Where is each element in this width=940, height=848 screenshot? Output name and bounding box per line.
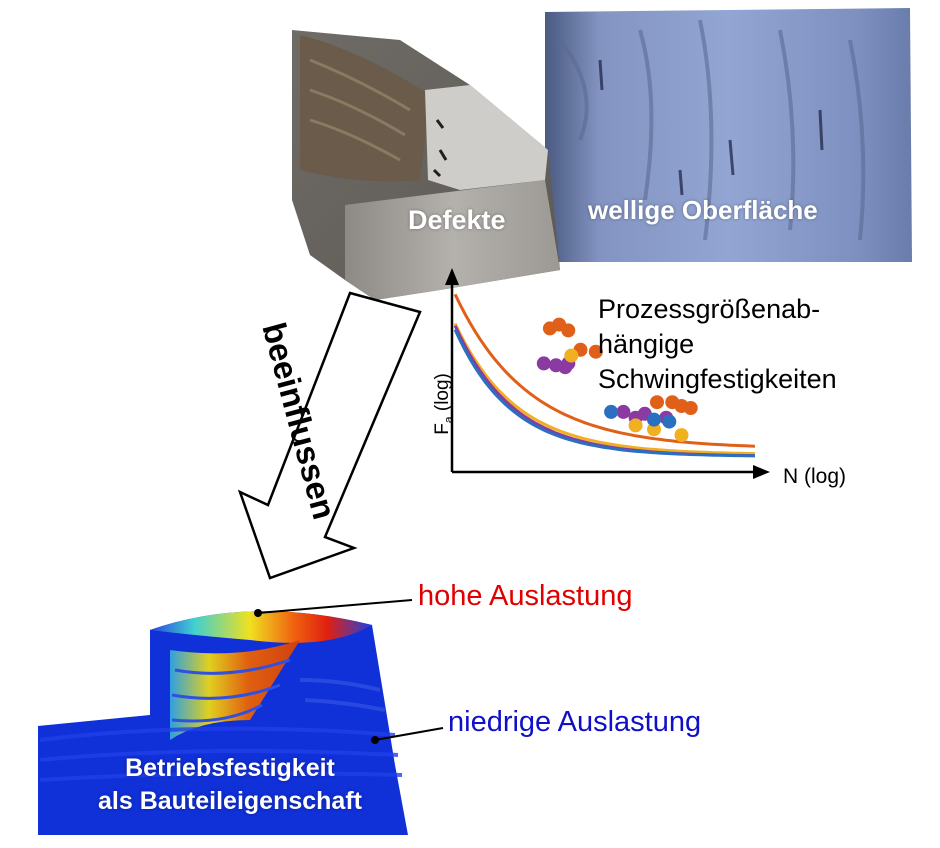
x-axis-label: N (log) — [783, 465, 847, 488]
fatigue-label-line1: Prozessgrößenab- — [598, 294, 821, 324]
wavy-surface-image — [545, 8, 912, 262]
influence-arrow — [237, 291, 422, 580]
sn-chart — [445, 268, 770, 479]
high-utilization-leader — [257, 599, 413, 614]
sn-point-blue-0 — [604, 404, 619, 419]
sn-curve-orange — [453, 293, 755, 448]
y-axis-label-sub: a — [441, 416, 456, 424]
sn-points — [536, 317, 698, 443]
sn-curves — [453, 293, 755, 458]
x-axis-arrowhead — [753, 465, 770, 479]
wavy-surface-label: wellige Oberfläche — [588, 195, 818, 225]
metal-specimen-image — [292, 30, 560, 300]
fatigue-strength-label: Prozessgrößenab- hängige Schwingfestigke… — [598, 292, 898, 397]
y-axis-label: Fa (log) — [432, 373, 456, 435]
component-fem-image — [38, 611, 408, 835]
sn-point-orange-2 — [561, 323, 576, 338]
high-utilization-label: hohe Auslastung — [418, 580, 633, 612]
sn-point-orange-4 — [588, 344, 603, 359]
sn-curve-blue — [453, 329, 755, 458]
sn-curve-yellow — [453, 322, 755, 456]
property-label-line1: Betriebsfestigkeit — [125, 754, 335, 782]
low-utilization-leader — [374, 727, 444, 741]
sn-point-orange-5 — [650, 395, 664, 410]
property-label-line2: als Bauteileigenschaft — [98, 787, 362, 815]
defects-label: Defekte — [408, 205, 506, 235]
fatigue-label-line2: hängige — [598, 329, 695, 359]
component-property-label: Betriebsfestigkeit als Bauteileigenschaf… — [40, 752, 420, 818]
sn-point-blue-2 — [662, 414, 677, 429]
y-axis-arrowhead — [445, 268, 459, 285]
sn-point-purple-0 — [536, 356, 551, 371]
low-utilization-label: niedrige Auslastung — [448, 706, 702, 738]
sn-point-purple-4 — [616, 404, 631, 419]
sn-point-yellow-0 — [564, 348, 579, 363]
y-axis-label-main: F — [431, 423, 453, 435]
y-axis-label-suffix: (log) — [431, 373, 453, 417]
sn-point-yellow-3 — [674, 428, 689, 443]
sn-point-yellow-1 — [628, 418, 643, 433]
sn-point-blue-1 — [647, 412, 661, 427]
sn-point-orange-8 — [683, 401, 698, 415]
fatigue-label-line3: Schwingfestigkeiten — [598, 364, 837, 394]
sn-point-yellow-2 — [647, 422, 661, 437]
